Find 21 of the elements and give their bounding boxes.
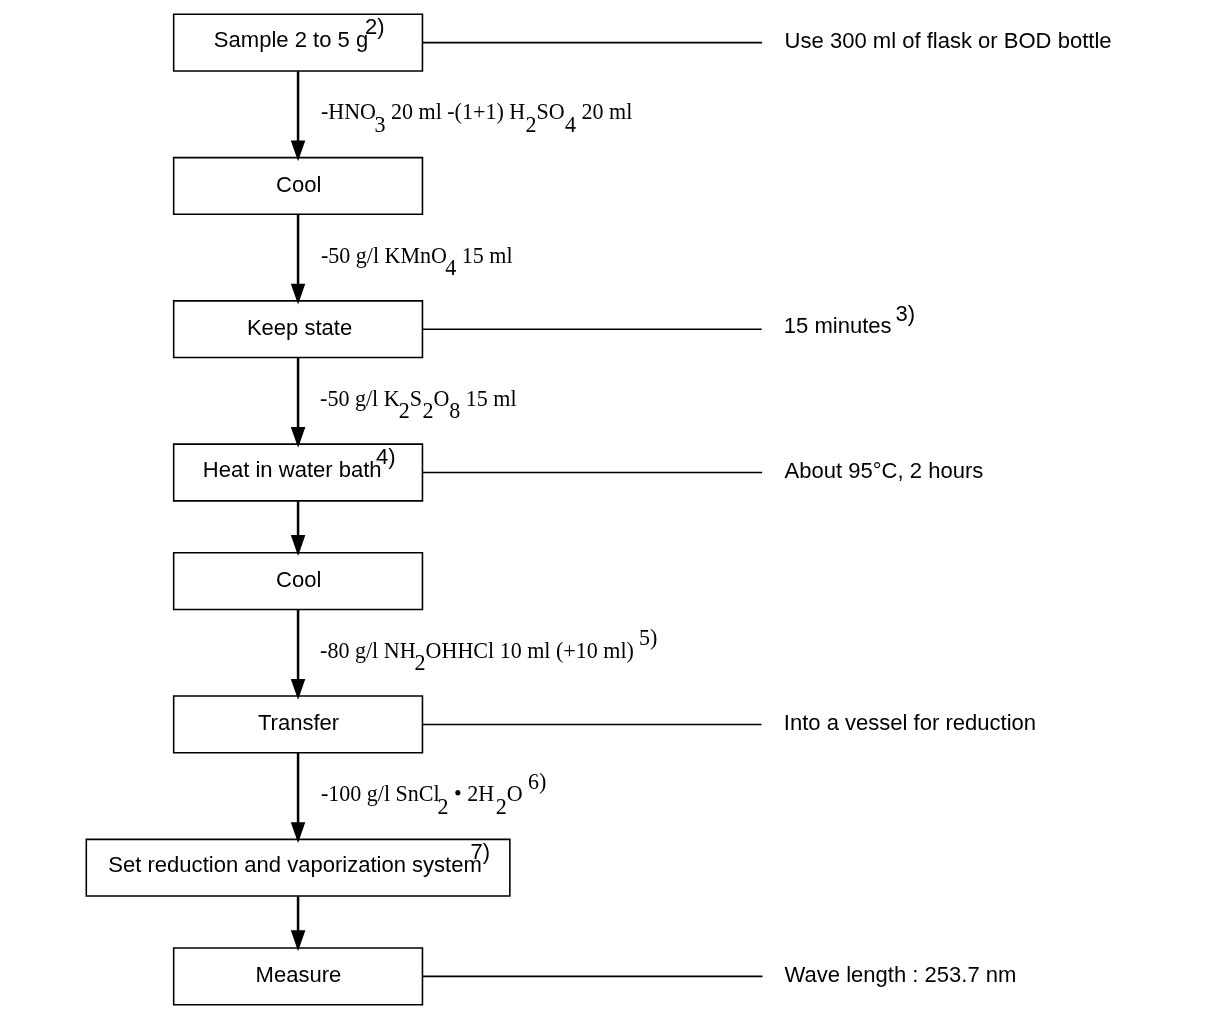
- node-box: Measure: [172, 947, 424, 1006]
- arrow: [290, 609, 306, 700]
- arrow: [290, 214, 306, 305]
- node-box: Transfer: [172, 695, 424, 754]
- node-text: Use 300 ml of flask or BOD bottle: [784, 28, 1112, 54]
- arrow: [290, 896, 306, 952]
- arrow: [290, 71, 306, 162]
- connector: [421, 471, 763, 474]
- node-box: Cool: [172, 552, 424, 611]
- node-text: Wave length : 253.7 nm: [784, 962, 1017, 988]
- arrow: [290, 501, 306, 556]
- node-text: About 95°C, 2 hours: [784, 458, 984, 484]
- connector: [422, 41, 763, 44]
- connector: [421, 723, 763, 726]
- node-box: Keep state: [172, 300, 424, 359]
- arrow: [290, 753, 306, 843]
- connector: [422, 975, 764, 978]
- arrow: [290, 357, 306, 448]
- connector: [421, 328, 763, 330]
- node-text: Into a vessel for reduction: [783, 710, 1037, 736]
- node-box: Cool: [172, 156, 424, 216]
